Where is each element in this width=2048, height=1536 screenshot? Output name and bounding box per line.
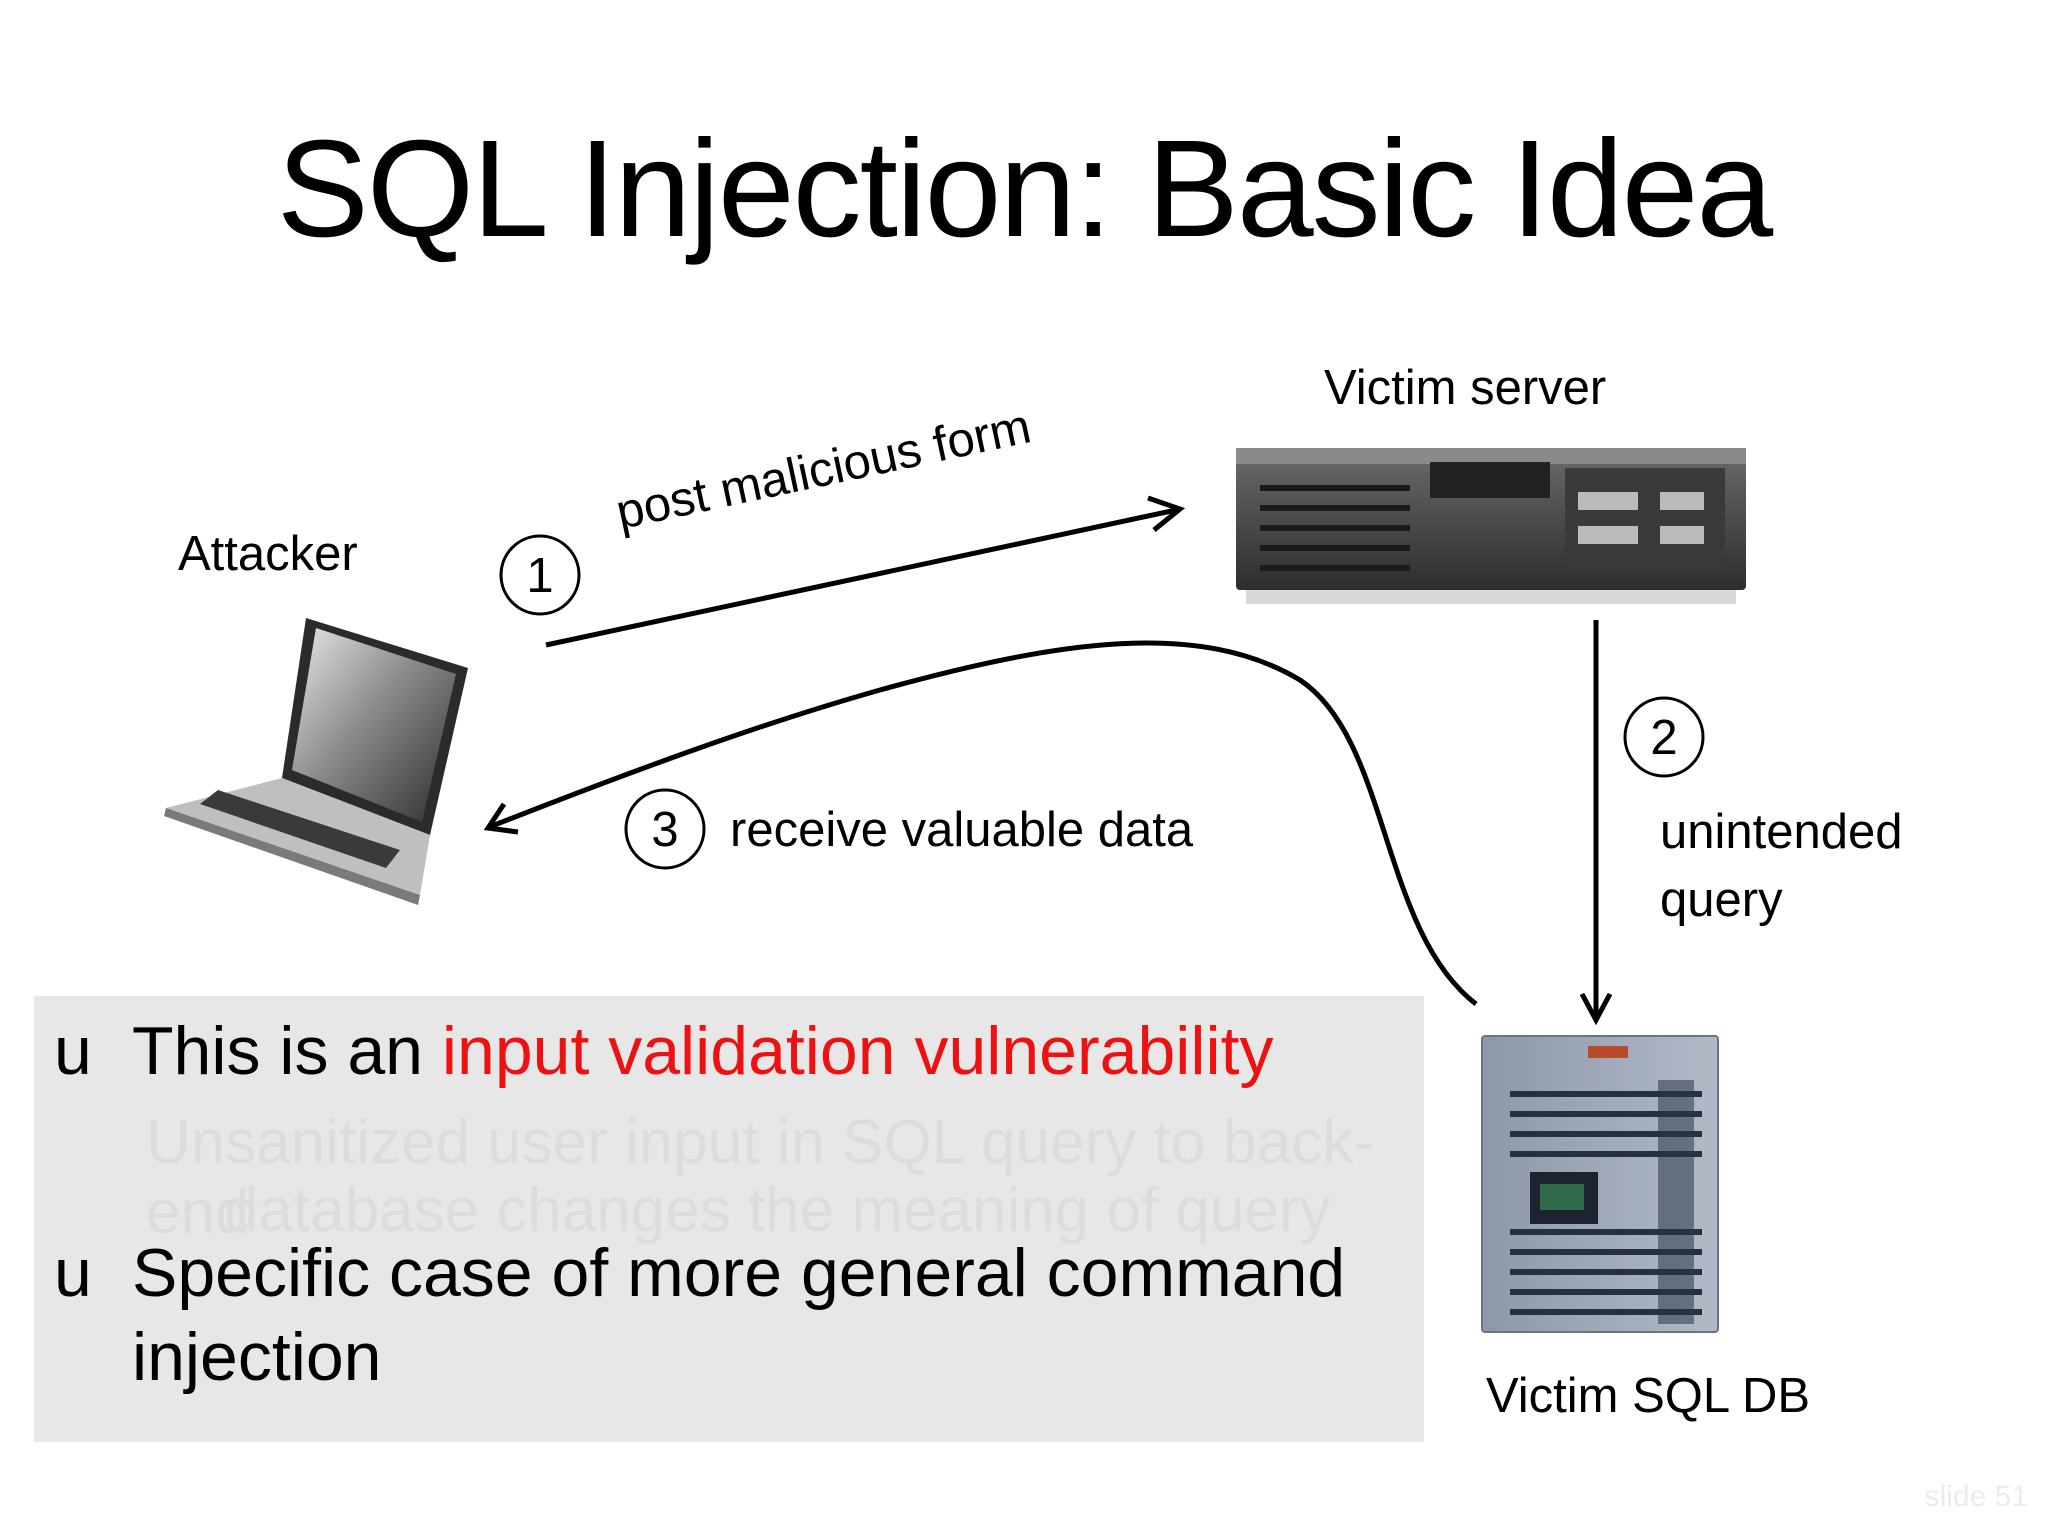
server-icon	[1236, 448, 1746, 604]
bullet-1-highlight: input validation vulnerability	[441, 1013, 1274, 1089]
bullet-2-marker: u	[54, 1235, 92, 1311]
slide-title: SQL Injection: Basic Idea	[276, 112, 1773, 266]
attacker-label: Attacker	[178, 527, 358, 581]
arrow-post-form	[545, 495, 1186, 648]
step-2-label-line1: unintended	[1660, 805, 1903, 859]
victim-server-label: Victim server	[1324, 361, 1607, 415]
bullet-1-marker: u	[54, 1013, 92, 1089]
step-1-number: 1	[526, 549, 554, 603]
step-1-circle	[499, 534, 581, 616]
slide-number: slide 51	[1924, 1480, 2028, 1513]
step-3-label: receive valuable data	[730, 803, 1194, 857]
step-3-number: 3	[651, 803, 679, 857]
bullet-2-line1: Specific case of more general command	[132, 1235, 1346, 1311]
arrow-receive-data	[483, 640, 1478, 1006]
database-server-icon	[1481, 1035, 1719, 1333]
victim-db-label: Victim SQL DB	[1486, 1369, 1811, 1423]
bullet-box: u This is an input validation vulnerabil…	[34, 996, 1424, 1442]
step-3-circle	[624, 788, 706, 870]
arrow-unintended-query	[1579, 620, 1613, 1026]
bullet-2: u Specific case of more general command	[34, 1232, 1424, 1314]
bullet-1-sub-line2: database changes the meaning of query	[224, 1176, 1331, 1245]
bullet-1-sub-line1: Unsanitized user input in SQL query to b…	[146, 1108, 1375, 1247]
laptop-icon	[164, 618, 468, 905]
step-2-circle	[1623, 696, 1705, 778]
step-2-label-line2: query	[1660, 873, 1783, 927]
bullet-1: u This is an input validation vulnerabil…	[34, 1010, 1424, 1092]
bullet-1-prefix: This is an	[132, 1013, 442, 1089]
step-2-number: 2	[1650, 711, 1678, 765]
bullet-1-text-wrap: This is an input validation vulnerabilit…	[132, 1010, 1274, 1092]
bullet-2-line2: injection	[132, 1319, 382, 1395]
